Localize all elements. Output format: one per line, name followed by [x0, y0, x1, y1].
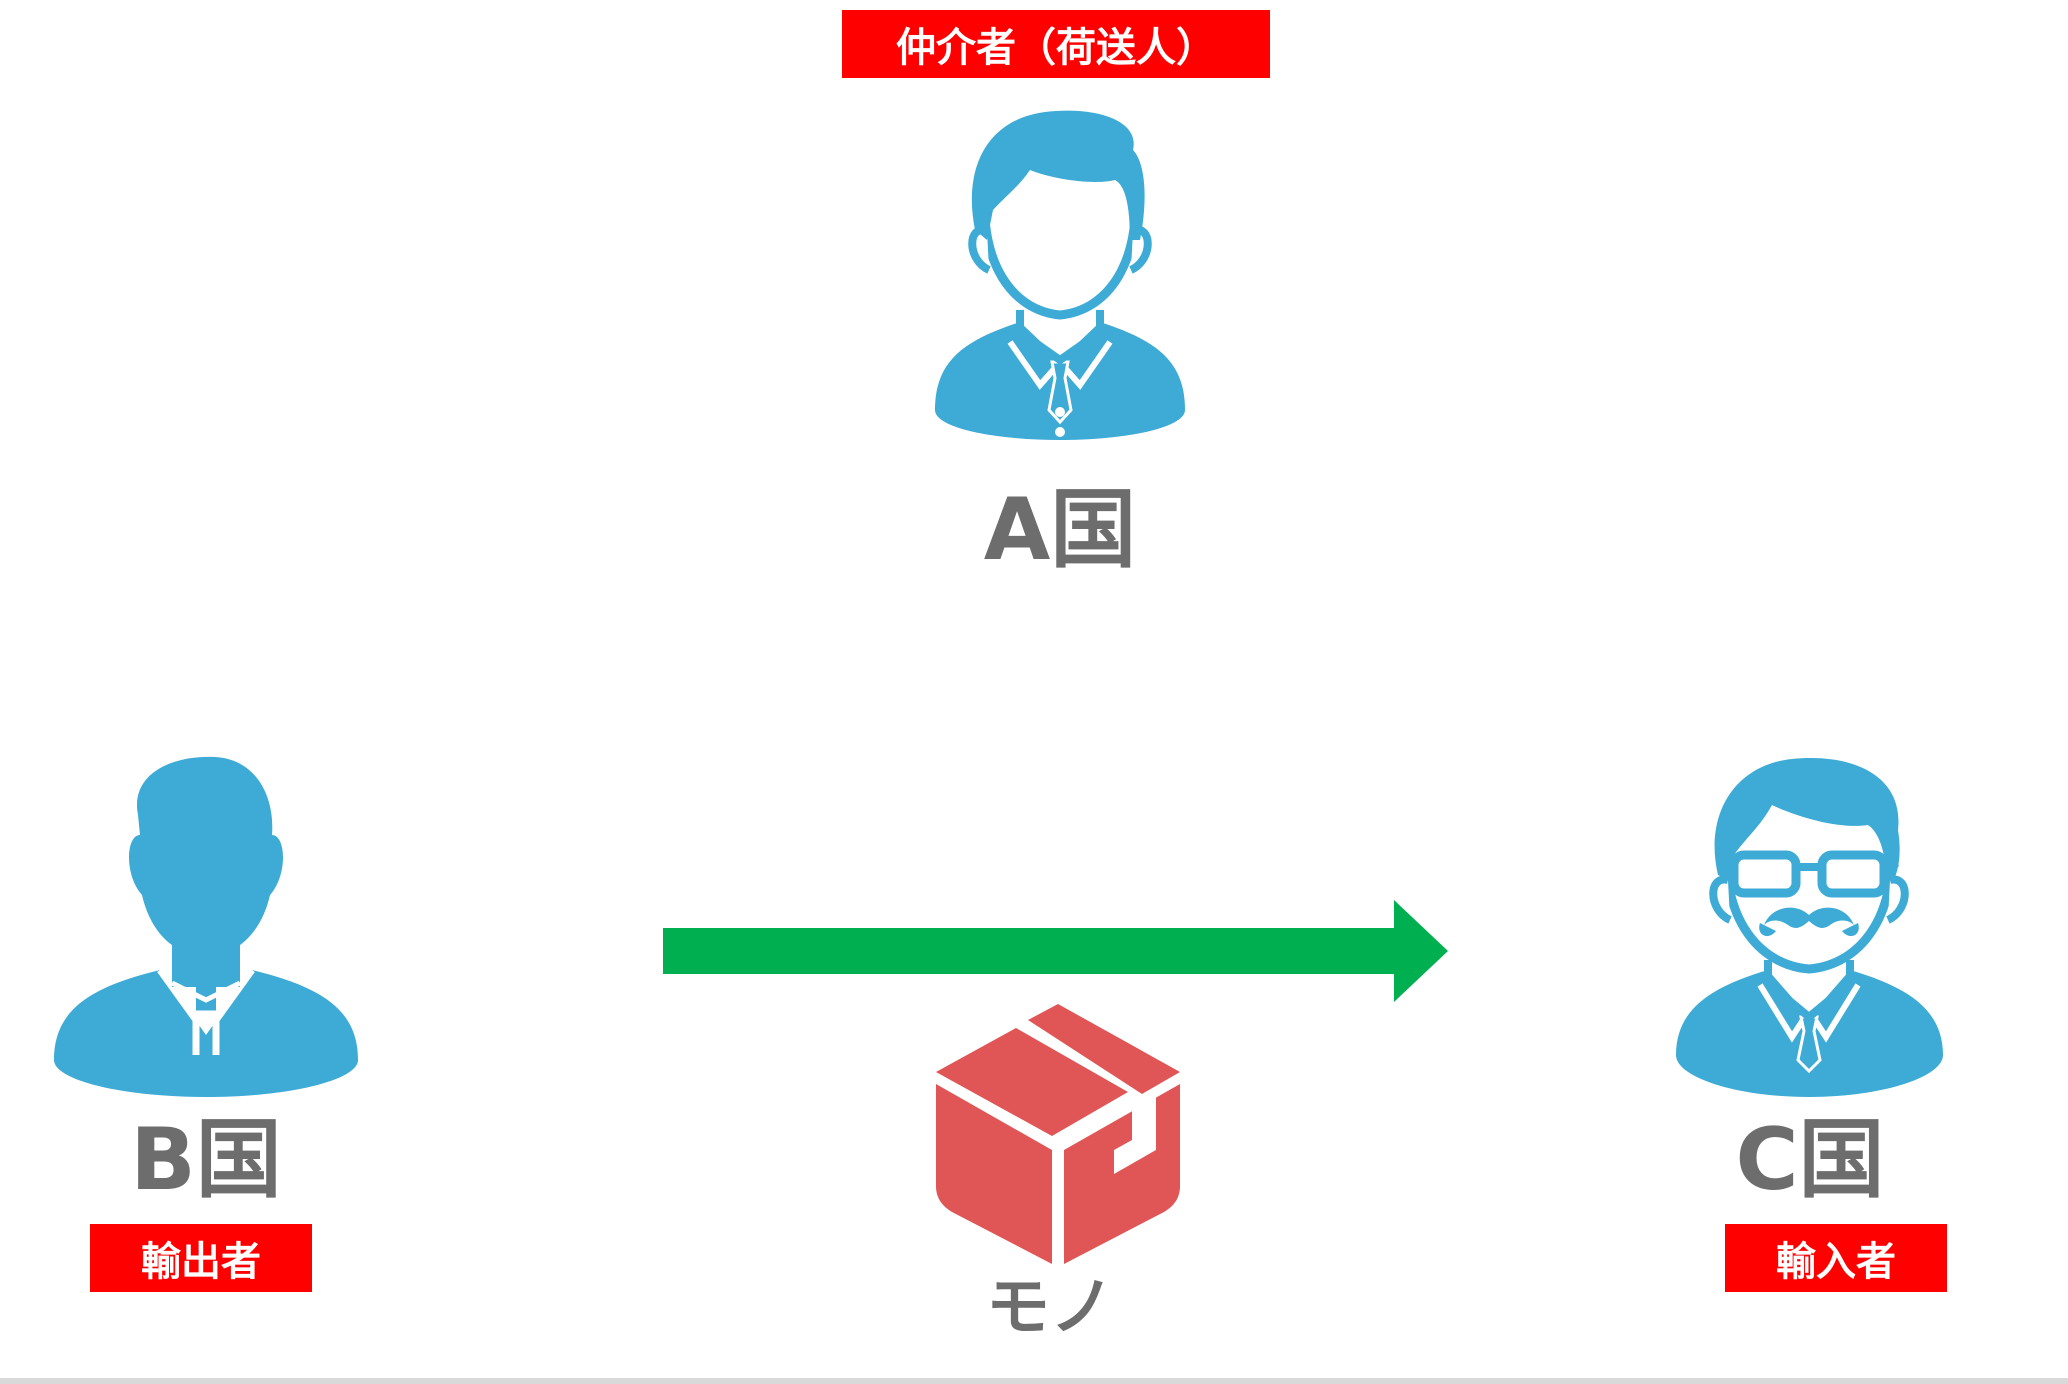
package-box-icon [932, 1000, 1184, 1268]
importer-role-text: 輸入者 [1776, 1239, 1896, 1285]
intermediary-role-label: 仲介者（荷送人） [842, 10, 1270, 78]
exporter-country-label: B国 [130, 1110, 282, 1210]
goods-label: モノ [986, 1271, 1114, 1345]
bottom-divider [0, 1378, 2068, 1384]
exporter-role-text: 輸出者 [141, 1239, 261, 1285]
importer-role-label: 輸入者 [1725, 1224, 1947, 1292]
intermediary-person-icon [925, 110, 1195, 455]
exporter-role-label: 輸出者 [90, 1224, 312, 1292]
importer-person-icon [1672, 755, 1947, 1100]
right-arrow-icon [663, 900, 1448, 1002]
exporter-person-icon [50, 755, 362, 1100]
intermediary-role-text: 仲介者（荷送人） [896, 25, 1216, 71]
importer-country-label: C国 [1735, 1110, 1885, 1210]
intermediary-country-label: A国 [983, 480, 1137, 580]
goods-flow-arrow [663, 900, 1448, 1002]
